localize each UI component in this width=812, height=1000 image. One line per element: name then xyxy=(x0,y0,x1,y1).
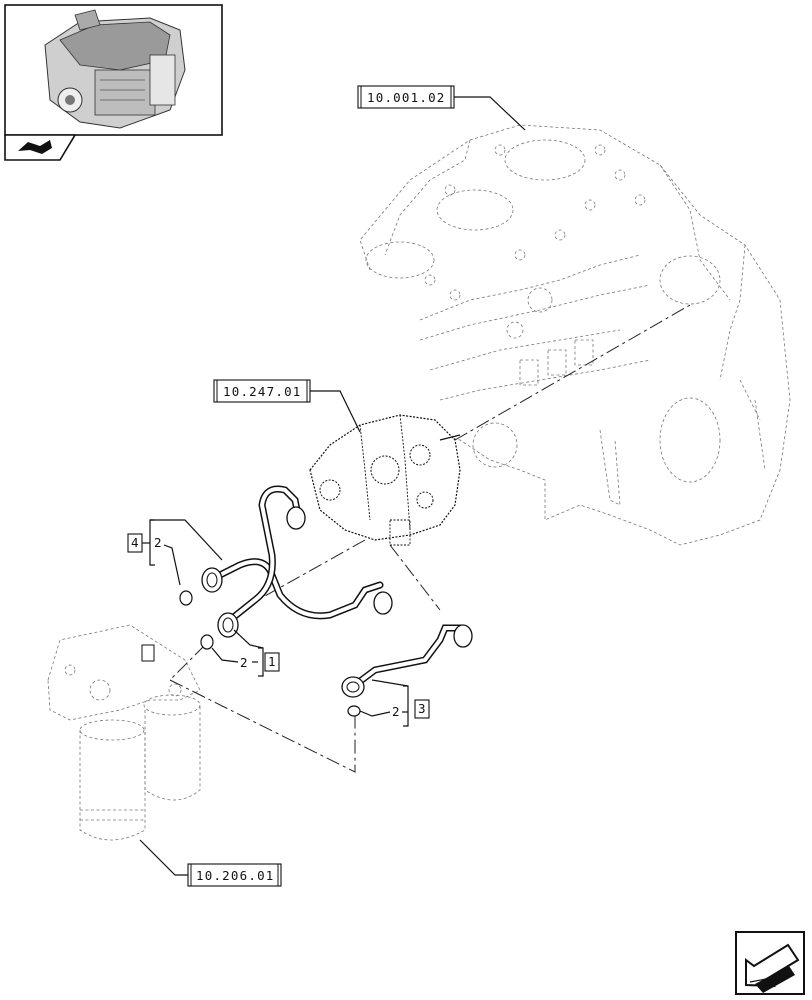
callout-item-1-number: 1 xyxy=(268,654,276,669)
next-page-arrow-icon xyxy=(745,943,800,993)
reference-pump[interactable]: 10.247.01 xyxy=(213,379,311,403)
callout-item-4-sub: 2 xyxy=(154,535,162,550)
callout-item-3-sub: 2 xyxy=(392,704,400,719)
next-page-button[interactable] xyxy=(735,931,805,995)
callout-item-1[interactable]: 2 1 xyxy=(211,629,280,677)
callout-item-1-sub: 2 xyxy=(240,655,248,670)
callout-item-3[interactable]: 2 3 xyxy=(359,679,430,727)
reference-filter[interactable]: 10.206.01 xyxy=(187,863,282,887)
reference-block-label: 10.001.02 xyxy=(367,90,446,105)
callout-item-4[interactable]: 4 2 xyxy=(127,519,223,586)
reference-filter-label: 10.206.01 xyxy=(196,868,275,883)
fuel-pipe-short xyxy=(341,624,473,717)
engine-thumbnail[interactable] xyxy=(4,4,223,161)
fuel-pipe-long xyxy=(179,485,393,650)
assembly-tab-icon xyxy=(18,140,52,154)
reference-block[interactable]: 10.001.02 xyxy=(357,85,526,131)
engine-thumbnail-icon xyxy=(44,9,186,129)
engine-block-outline xyxy=(359,124,791,546)
fuel-filter xyxy=(47,624,201,841)
reference-pump-label: 10.247.01 xyxy=(223,384,302,399)
injection-pump xyxy=(309,414,461,546)
callout-item-4-number: 4 xyxy=(131,535,139,550)
callout-item-3-number: 3 xyxy=(418,701,426,716)
